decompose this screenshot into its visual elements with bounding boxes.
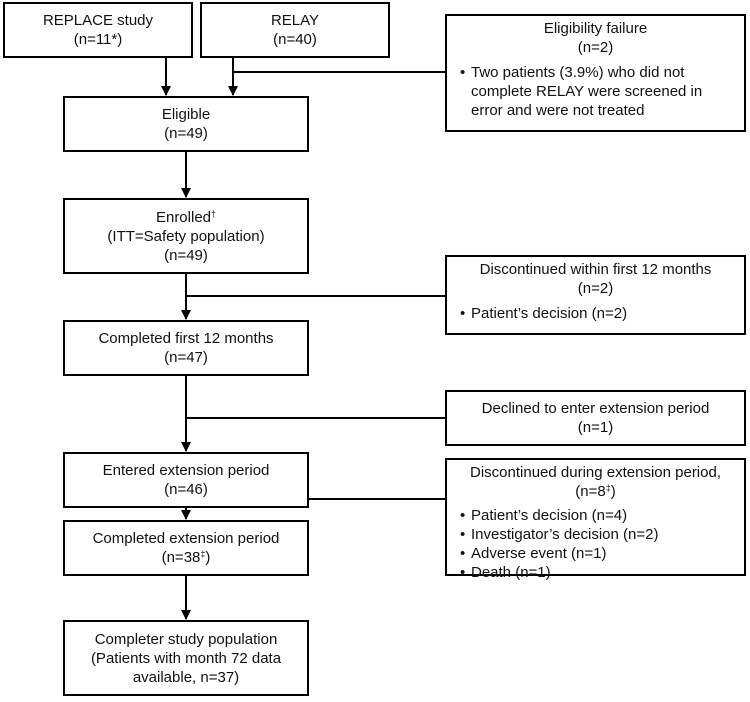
discontinued-12m-box: Discontinued within first 12 months (n=2… <box>445 255 746 335</box>
eligibility-failure-box: Eligibility failure (n=2) Two patients (… <box>445 14 746 132</box>
declined-extension-title: Declined to enter extension period <box>481 400 710 417</box>
enrolled-box: Enrolled† (ITT=Safety population) (n=49) <box>63 198 309 274</box>
eligibility-failure-reasons: Two patients (3.9%) who did not complete… <box>457 63 734 120</box>
discontinued-extension-reason: Death (n=1) <box>457 563 734 582</box>
eligibility-failure-count: (n=2) <box>577 39 614 56</box>
double-dagger-footnote-mark: ‡ <box>605 483 611 493</box>
discontinued-12m-reason: Patient’s decision (n=2) <box>457 304 734 323</box>
double-dagger-footnote-mark: ‡ <box>200 549 206 559</box>
enrolled-count: (n=49) <box>164 246 208 264</box>
entered-extension-box: Entered extension period (n=46) <box>63 452 309 508</box>
completed-12-months-box: Completed first 12 months (n=47) <box>63 320 309 376</box>
completer-population-detail: (Patients with month 72 data <box>90 649 282 667</box>
discontinued-extension-title: Discontinued during extension period, <box>470 464 721 481</box>
eligible-title: Eligible <box>161 106 211 123</box>
enrolled-population: (ITT=Safety population) <box>107 227 265 245</box>
entered-extension-count: (n=46) <box>164 481 208 498</box>
completed-12-months-count: (n=47) <box>164 349 208 366</box>
relay-box: RELAY (n=40) <box>200 2 390 58</box>
completer-population-title: Completer study population <box>94 630 278 648</box>
dagger-footnote-mark: † <box>211 208 217 219</box>
eligible-count: (n=49) <box>164 125 208 142</box>
completer-population-count: available, n=37) <box>132 668 240 686</box>
completed-extension-box: Completed extension period (n=38‡) <box>63 520 309 576</box>
declined-extension-box: Declined to enter extension period (n=1) <box>445 390 746 446</box>
eligibility-failure-reason: Two patients (3.9%) who did not complete… <box>457 63 734 120</box>
discontinued-12m-count: (n=2) <box>577 280 614 297</box>
discontinued-12m-reasons: Patient’s decision (n=2) <box>457 304 734 323</box>
completed-12-months-title: Completed first 12 months <box>98 330 274 347</box>
completer-population-box: Completer study population (Patients wit… <box>63 620 309 696</box>
relay-count: (n=40) <box>273 31 317 48</box>
eligible-box: Eligible (n=49) <box>63 96 309 152</box>
enrolled-title: Enrolled <box>155 208 212 226</box>
discontinued-12m-title: Discontinued within first 12 months <box>479 261 712 278</box>
eligibility-failure-title: Eligibility failure <box>543 20 648 37</box>
replace-study-box: REPLACE study (n=11*) <box>3 2 193 58</box>
completed-extension-count: (n=38 <box>161 549 201 566</box>
discontinued-extension-reason: Adverse event (n=1) <box>457 544 734 563</box>
replace-study-count: (n=11*) <box>73 31 123 48</box>
completed-extension-title: Completed extension period <box>92 530 280 547</box>
declined-extension-count: (n=1) <box>577 419 614 436</box>
discontinued-extension-count: (n=8 <box>575 483 606 500</box>
discontinued-extension-reason: Patient’s decision (n=4) <box>457 506 734 525</box>
discontinued-extension-reason: Investigator’s decision (n=2) <box>457 525 734 544</box>
discontinued-extension-box: Discontinued during extension period, (n… <box>445 458 746 582</box>
discontinued-extension-reasons: Patient’s decision (n=4) Investigator’s … <box>457 506 734 582</box>
replace-study-title: REPLACE study <box>42 12 154 29</box>
relay-title: RELAY <box>270 12 320 29</box>
entered-extension-title: Entered extension period <box>102 462 270 479</box>
